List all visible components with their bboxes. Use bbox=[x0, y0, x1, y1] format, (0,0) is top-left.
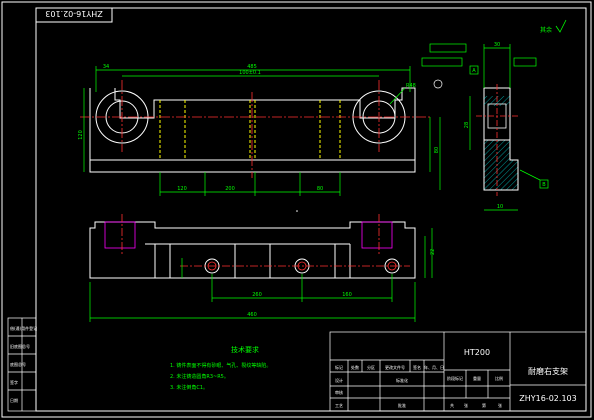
side-strip-label-5: 日期 bbox=[10, 397, 18, 403]
dim-bottom-3: 80 bbox=[317, 186, 323, 192]
roughness-symbol-icon bbox=[555, 19, 567, 33]
tb-mark-1: 标记 bbox=[335, 364, 343, 370]
center-point-mark bbox=[296, 210, 298, 212]
inner-frame bbox=[35, 7, 587, 412]
technical-requirements: 技术要求 1. 铸件表面不得有砂眼、气孔、裂纹等缺陷。 2. 未注铸造圆角R3~… bbox=[170, 345, 271, 391]
tb-stage-1: 阶段标记 bbox=[447, 375, 463, 381]
code-stamp-text: ZHY16-02.103 bbox=[45, 9, 102, 18]
plan-dim-a: 260 bbox=[252, 292, 262, 298]
tb-role-5: 批准 bbox=[398, 402, 406, 408]
dim-bottom-1: 120 bbox=[177, 186, 187, 192]
tb-role-4: 标准化 bbox=[396, 377, 408, 383]
plan-bolt-left bbox=[104, 221, 136, 249]
tb-role-2: 审核 bbox=[335, 389, 343, 395]
plan-view: 260 160 460 22 bbox=[89, 214, 436, 322]
tb-stage-2: 重量 bbox=[473, 375, 481, 381]
side-dim-left: 28 bbox=[464, 122, 470, 128]
tolerance-frame-3 bbox=[513, 57, 537, 67]
dim-right-height: 80 bbox=[434, 147, 440, 153]
side-detail-circle bbox=[433, 79, 443, 89]
tb-mark-6: 年、月、日 bbox=[424, 364, 444, 370]
tb-sheet-1: 共 bbox=[450, 402, 454, 408]
dim-overall-length: 485 bbox=[247, 64, 257, 70]
tolerance-frame-2 bbox=[421, 57, 463, 67]
tb-drawing-no: ZHY16-02.103 bbox=[519, 394, 576, 403]
dim-left-width: 34 bbox=[103, 64, 109, 70]
tech-title: 技术要求 bbox=[231, 345, 259, 354]
dim-bottom-2: 200 bbox=[225, 186, 235, 192]
tb-sheet-2: 张 bbox=[464, 402, 468, 408]
tb-material: HT200 bbox=[464, 348, 490, 357]
tb-role-1: 设计 bbox=[335, 377, 343, 383]
tb-mark-2: 处数 bbox=[351, 364, 359, 370]
code-stamp-box bbox=[35, 7, 113, 23]
tech-note-2: 2. 未注铸造圆角R3~R5。 bbox=[170, 373, 229, 380]
dim-radius: R48 bbox=[406, 83, 416, 89]
plan-hole-3-outer bbox=[384, 258, 400, 274]
front-body-outline bbox=[89, 87, 416, 173]
datum-box-a bbox=[469, 65, 479, 75]
plan-dim-right: 22 bbox=[430, 249, 436, 255]
plan-dim-b: 160 bbox=[342, 292, 352, 298]
dim-radius-leader bbox=[389, 87, 406, 105]
side-dim-right-leader bbox=[519, 169, 541, 181]
tolerance-frame-1 bbox=[429, 43, 467, 53]
side-view: 30 28 10 A B 其余 bbox=[421, 19, 567, 211]
plan-body-outline bbox=[89, 221, 416, 279]
tech-note-3: 3. 未注倒角C1。 bbox=[170, 384, 208, 391]
datum-box-b bbox=[539, 179, 549, 189]
tb-role-3: 工艺 bbox=[335, 403, 343, 408]
plan-bolt-right bbox=[361, 221, 393, 249]
tb-part-name: 耐磨右支架 bbox=[528, 366, 568, 376]
side-dim-top: 30 bbox=[494, 42, 500, 48]
side-dim-bottom: 10 bbox=[497, 204, 503, 210]
datum-label-a: A bbox=[472, 68, 476, 74]
dim-height: 120 bbox=[78, 130, 84, 140]
dim-center-distance: 100±0.1 bbox=[239, 70, 261, 76]
tb-sheet-3: 第 bbox=[482, 402, 486, 408]
side-strip bbox=[7, 317, 37, 412]
side-strip-label-3: 底图总号 bbox=[10, 361, 26, 367]
roughness-note: 其余 bbox=[540, 26, 552, 34]
side-hatched-section bbox=[483, 139, 519, 191]
tb-mark-4: 更改文件号 bbox=[385, 364, 405, 370]
tb-stage-3: 比例 bbox=[495, 375, 503, 381]
title-block-box bbox=[329, 331, 587, 412]
tb-sheet-4: 张 bbox=[498, 402, 502, 408]
front-view: 485 100±0.1 R48 120 80 120 200 80 34 bbox=[78, 64, 441, 196]
plan-dim-overall: 460 bbox=[247, 312, 257, 318]
side-strip-label-4: 签字 bbox=[10, 379, 18, 385]
side-strip-label-1: 借(通)用件登记 bbox=[10, 325, 37, 331]
side-strip-label-2: 旧底图总号 bbox=[10, 343, 30, 349]
tech-note-1: 1. 铸件表面不得有砂眼、气孔、裂纹等缺陷。 bbox=[170, 362, 271, 369]
datum-label-b: B bbox=[542, 182, 546, 188]
tb-mark-5: 签名 bbox=[413, 364, 421, 370]
title-block bbox=[329, 331, 587, 412]
tb-mark-3: 分区 bbox=[367, 364, 375, 370]
